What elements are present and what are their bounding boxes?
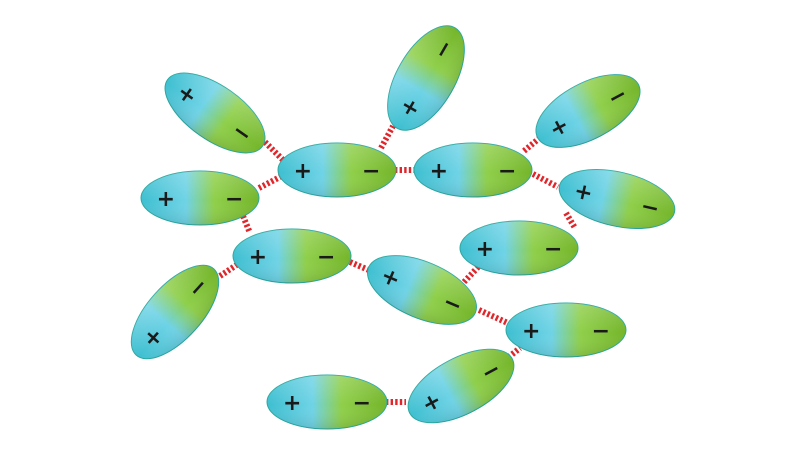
hydrogen-bond bbox=[378, 124, 396, 150]
molecule-shading bbox=[267, 375, 387, 429]
positive-pole-label: + bbox=[572, 179, 596, 208]
dipole-molecule: +− bbox=[367, 255, 477, 325]
molecule-shading bbox=[387, 25, 465, 131]
molecule-shading bbox=[165, 73, 265, 153]
positive-pole-label: + bbox=[294, 159, 312, 184]
molecule-shading bbox=[414, 143, 532, 197]
dipole-molecule: +− bbox=[505, 302, 627, 358]
hydrogen-bond bbox=[257, 174, 282, 191]
dipole-molecule: +− bbox=[387, 25, 465, 131]
hydrogen-bond bbox=[240, 214, 253, 235]
molecule-shading bbox=[278, 143, 396, 197]
hydrogen-bond bbox=[563, 211, 578, 230]
dipole-molecule: +− bbox=[413, 142, 533, 198]
molecule-shading bbox=[535, 74, 641, 148]
negative-pole-label: − bbox=[638, 194, 662, 223]
molecule-shading bbox=[408, 349, 514, 423]
dipole-molecules: +−+−+−+−+−+−+−+−+−+−+−+−+−+− bbox=[130, 25, 676, 430]
positive-pole-label: + bbox=[430, 159, 448, 184]
negative-pole-label: − bbox=[362, 159, 380, 184]
dipole-molecule: +− bbox=[164, 72, 266, 154]
hydrogen-bond bbox=[477, 307, 512, 327]
dipole-molecule: +− bbox=[459, 220, 579, 276]
negative-pole-label: − bbox=[592, 319, 610, 344]
negative-pole-label: − bbox=[498, 159, 516, 184]
molecule-shading bbox=[233, 229, 351, 283]
negative-pole-label: − bbox=[317, 245, 335, 270]
dipole-molecule: +− bbox=[535, 74, 641, 148]
molecule-shading bbox=[506, 303, 626, 357]
hydrogen-bond bbox=[503, 345, 522, 363]
dipole-molecule: +− bbox=[277, 142, 397, 198]
hydrogen-bond bbox=[461, 262, 483, 285]
dipole-molecule: +− bbox=[407, 348, 515, 424]
molecule-shading bbox=[559, 169, 675, 229]
molecule-shading bbox=[367, 255, 477, 325]
positive-pole-label: + bbox=[283, 391, 301, 416]
negative-pole-label: − bbox=[225, 187, 243, 212]
negative-pole-label: − bbox=[353, 391, 371, 416]
molecule-shading bbox=[141, 171, 259, 225]
hydrogen-bond bbox=[262, 139, 286, 163]
dipole-molecule: +− bbox=[140, 170, 260, 226]
dipole-molecule: +− bbox=[130, 264, 220, 360]
positive-pole-label: + bbox=[157, 187, 175, 212]
positive-pole-label: + bbox=[522, 319, 540, 344]
dipole-molecule: +− bbox=[266, 374, 388, 430]
negative-pole-label: − bbox=[544, 237, 562, 262]
hydrogen-bond bbox=[531, 171, 560, 190]
hydrogen-bond bbox=[218, 261, 240, 279]
molecule-shading bbox=[131, 265, 219, 359]
positive-pole-label: + bbox=[249, 245, 267, 270]
dipole-molecule: +− bbox=[232, 228, 352, 284]
positive-pole-label: + bbox=[476, 237, 494, 262]
dipole-molecule: +− bbox=[558, 169, 676, 229]
molecule-shading bbox=[460, 221, 578, 275]
